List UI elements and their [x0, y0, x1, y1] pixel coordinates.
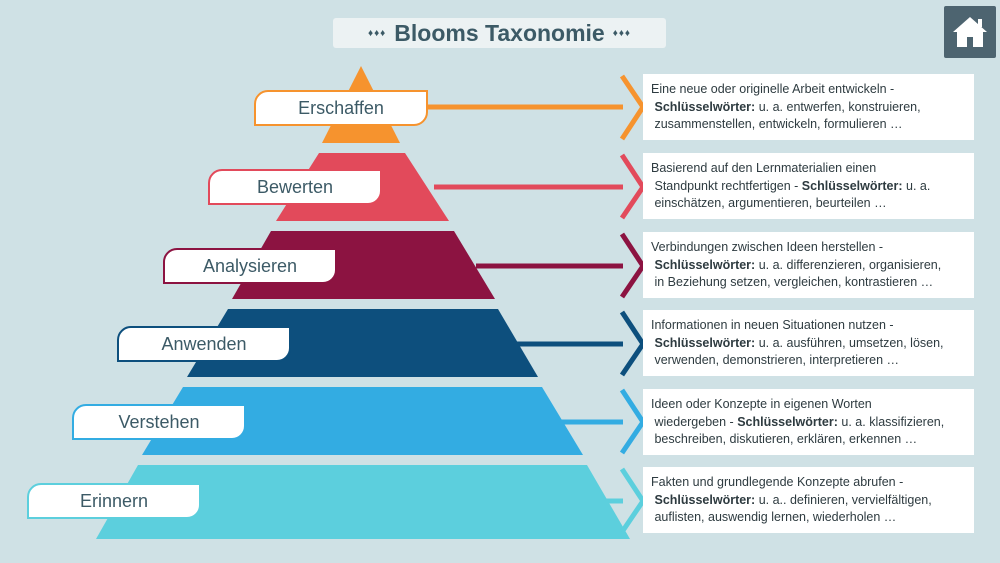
level-label-analysieren: Analysieren [163, 248, 337, 284]
keyword-label: Schlüsselwörter: [801, 178, 903, 193]
level-name: Erinnern [79, 490, 149, 511]
page-title: Blooms Taxonomie [394, 19, 605, 46]
keyword-label: Schlüsselwörter: [654, 492, 756, 507]
level-description-erinnern: Fakten und grundlegende Konzepte abrufen… [643, 467, 974, 533]
level-name: Analysieren [202, 255, 298, 276]
keyword-label: Schlüsselwörter: [654, 257, 756, 272]
description-line: Eine neue oder originelle Arbeit entwick… [651, 82, 895, 96]
description-line: Informationen in neuen Situationen nutze… [651, 318, 894, 332]
keyword-label: Schlüsselwörter: [737, 414, 838, 429]
connector-anwenden-bracket [619, 310, 647, 377]
description-line: in Beziehung setzen, vergleichen, kontra… [654, 275, 934, 289]
description-line: Fakten und grundlegende Konzepte abrufen… [651, 475, 904, 489]
connector-erinnern-bracket [619, 467, 647, 534]
description-line: Standpunkt rechtfertigen - [654, 178, 802, 193]
level-name: Anwenden [161, 333, 247, 354]
description-line: zusammenstellen, entwickeln, formulieren… [654, 117, 903, 131]
level-label-bewerten: Bewerten [208, 169, 382, 205]
level-label-erinnern: Erinnern [27, 483, 201, 519]
description-line: u. a. [902, 178, 931, 193]
keyword-label: Schlüsselwörter: [654, 335, 756, 350]
connector-erschaffen-bracket [619, 74, 647, 141]
title-ornament-left: ♦♦♦ [367, 27, 387, 39]
home-icon [953, 17, 987, 47]
description-line: auflisten, auswendig lernen, wiederholen… [654, 510, 897, 524]
level-name: Erschaffen [298, 97, 384, 118]
title-banner: ♦♦♦ Blooms Taxonomie ♦♦♦ [333, 18, 666, 48]
description-line: Verbindungen zwischen Ideen herstellen - [651, 240, 884, 254]
description-line: verwenden, demonstrieren, interpretieren… [654, 353, 900, 367]
connector-verstehen-bracket [619, 388, 647, 455]
description-line: u. a. klassifizieren, [837, 414, 945, 429]
level-label-anwenden: Anwenden [117, 326, 291, 362]
description-line: u. a.. definieren, vervielfältigen, [755, 492, 932, 507]
connector-bewerten-bracket [619, 153, 647, 220]
level-name: Bewerten [256, 176, 334, 197]
level-name: Verstehen [118, 411, 200, 432]
pyramid-layer-verstehen [142, 387, 583, 455]
description-line: beschreiben, diskutieren, erklären, erke… [654, 432, 918, 446]
description-line: Ideen oder Konzepte in eigenen Worten [651, 397, 872, 411]
level-description-anwenden: Informationen in neuen Situationen nutze… [643, 310, 974, 376]
level-label-erschaffen: Erschaffen [254, 90, 428, 126]
level-description-analysieren: Verbindungen zwischen Ideen herstellen -… [643, 232, 974, 298]
description-line: Basierend auf den Lernmaterialien einen [651, 161, 877, 175]
level-description-verstehen: Ideen oder Konzepte in eigenen Worten wi… [643, 389, 974, 455]
keyword-label: Schlüsselwörter: [654, 99, 756, 114]
pyramid-layer-erinnern [96, 465, 630, 539]
title-ornament-right: ♦♦♦ [612, 27, 632, 39]
description-line: u. a. differenzieren, organisieren, [755, 257, 942, 272]
connector-analysieren-bracket [619, 232, 647, 299]
description-line: u. a. ausführen, umsetzen, lösen, [755, 335, 944, 350]
home-button[interactable] [944, 6, 996, 58]
level-description-bewerten: Basierend auf den Lernmaterialien einen … [643, 153, 974, 219]
description-line: wiedergeben - [654, 414, 738, 429]
level-label-verstehen: Verstehen [72, 404, 246, 440]
level-description-erschaffen: Eine neue oder originelle Arbeit entwick… [643, 74, 974, 140]
description-line: u. a. entwerfen, konstruieren, [755, 99, 921, 114]
description-line: einschätzen, argumentieren, beurteilen … [654, 196, 887, 210]
